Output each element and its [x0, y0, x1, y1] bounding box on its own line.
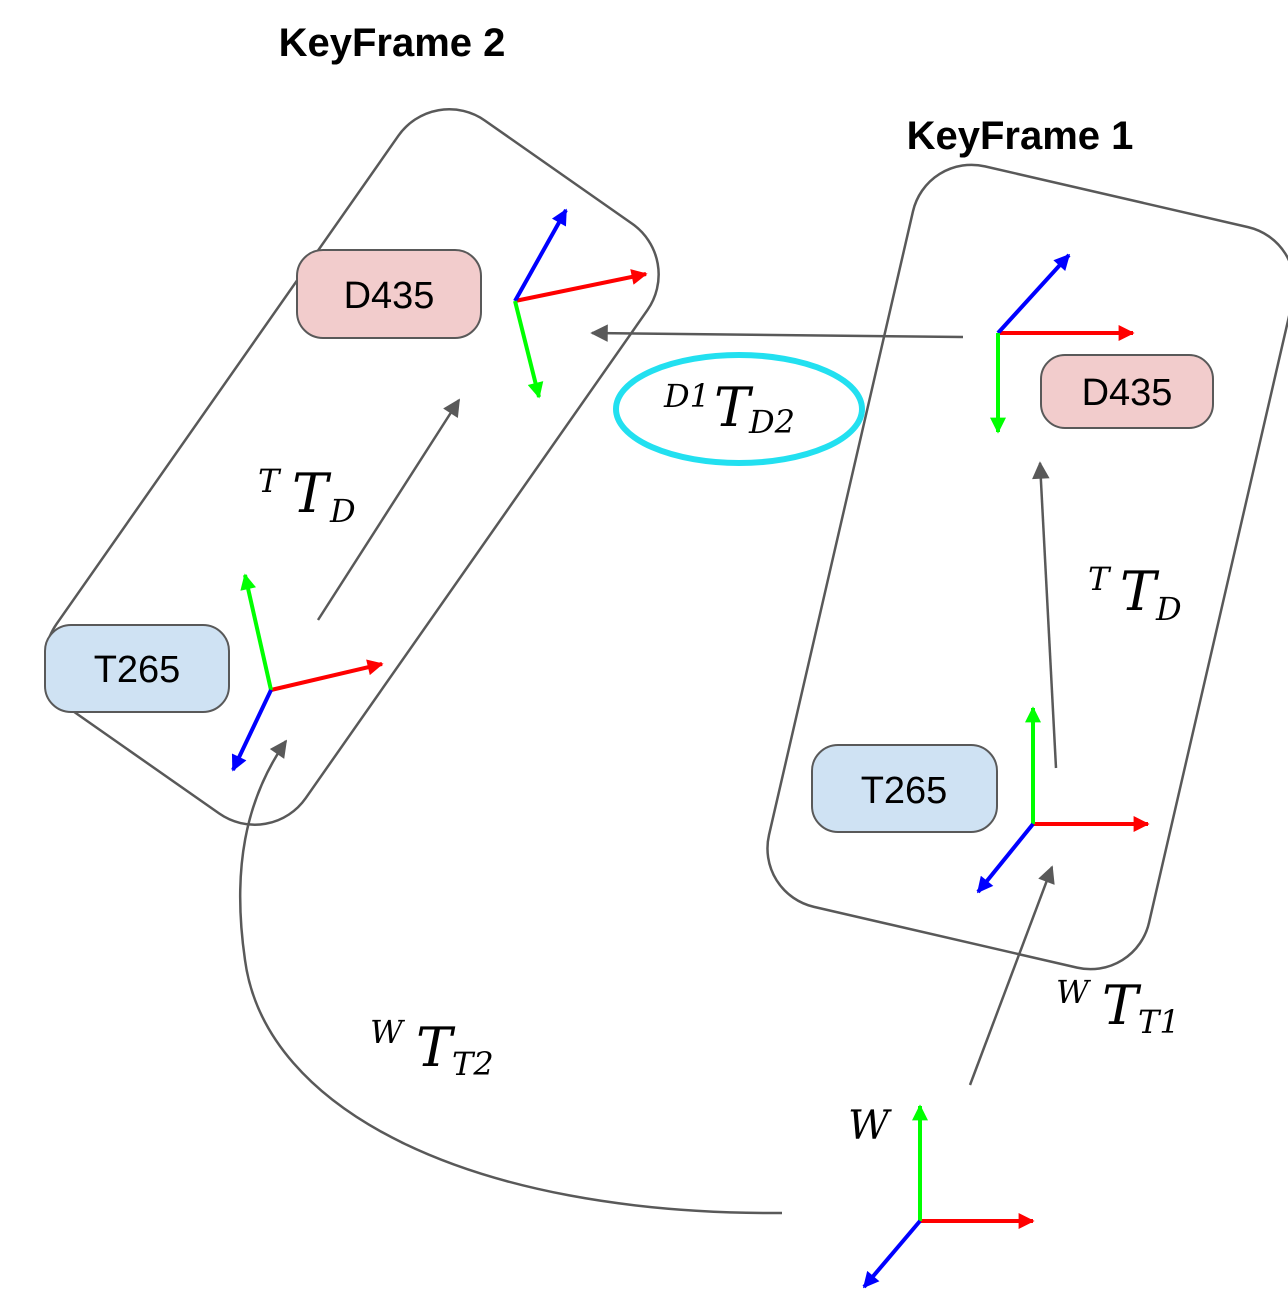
world-to-t2-label: W T T2 [370, 1013, 494, 1083]
keyframe2-d435-axes [513, 208, 648, 399]
svg-text:T: T [1120, 560, 1160, 623]
keyframe1-transform-label: T T D [1088, 560, 1182, 628]
z-axis-arrow [513, 208, 568, 302]
keyframe1-d435-box: D435 [1040, 354, 1214, 429]
svg-text:T2: T2 [452, 1045, 494, 1083]
svg-text:D1: D1 [663, 377, 710, 415]
world-to-t2-arrow [238, 739, 783, 1215]
keyframe2-t265-label: T265 [94, 649, 181, 691]
keyframe2-t265-to-d435-arrow [316, 398, 461, 621]
y-axis-arrow [240, 573, 273, 691]
highlight-ellipse [613, 352, 865, 466]
keyframe2-t265-axes [231, 573, 384, 772]
svg-text:D2: D2 [748, 403, 795, 441]
svg-text:T: T [292, 462, 332, 525]
keyframe1-t265-to-d435-arrow [1032, 461, 1058, 769]
z-axis-arrow [862, 1219, 922, 1289]
keyframe2-d435-label: D435 [344, 275, 435, 317]
keyframe1-title: KeyFrame 1 [907, 114, 1134, 158]
svg-text:T: T [714, 376, 754, 439]
relative-transform-label: D1 T D2 [663, 376, 795, 441]
keyframe2-container [44, 108, 660, 826]
world-to-t1-label: W T T1 [1056, 973, 1180, 1041]
z-axis-arrow [996, 253, 1071, 335]
y-axis-arrow [513, 300, 544, 399]
d1-to-d2-arrow [590, 324, 964, 342]
svg-text:T: T [1102, 974, 1142, 1037]
world-frame-label: W [848, 1103, 892, 1149]
svg-text:W: W [1056, 973, 1092, 1011]
svg-text:T: T [1088, 560, 1112, 598]
keyframe1-t265-box: T265 [811, 744, 998, 833]
keyframe1-t265-label: T265 [861, 770, 948, 812]
svg-text:D: D [329, 492, 356, 530]
svg-text:T: T [258, 462, 282, 500]
svg-text:W: W [370, 1013, 406, 1051]
x-axis-arrow [514, 269, 648, 303]
world-axes [862, 1104, 1035, 1289]
svg-text:T1: T1 [1138, 1003, 1180, 1041]
svg-text:T: T [416, 1016, 456, 1079]
z-axis-arrow [231, 689, 273, 772]
x-axis-arrow [270, 659, 384, 692]
keyframe2-d435-box: D435 [296, 249, 482, 339]
z-axis-arrow [976, 822, 1035, 894]
keyframe2-transform-label: T T D [258, 462, 356, 530]
keyframe1-t265-axes [976, 706, 1150, 894]
keyframe2-title: KeyFrame 2 [279, 21, 506, 65]
keyframe1-d435-axes [990, 253, 1135, 434]
keyframe2-t265-box: T265 [44, 624, 230, 713]
svg-text:D: D [1155, 590, 1182, 628]
keyframe1-container [766, 163, 1288, 971]
keyframe1-d435-label: D435 [1082, 372, 1173, 414]
world-to-t1-arrow [968, 865, 1055, 1086]
